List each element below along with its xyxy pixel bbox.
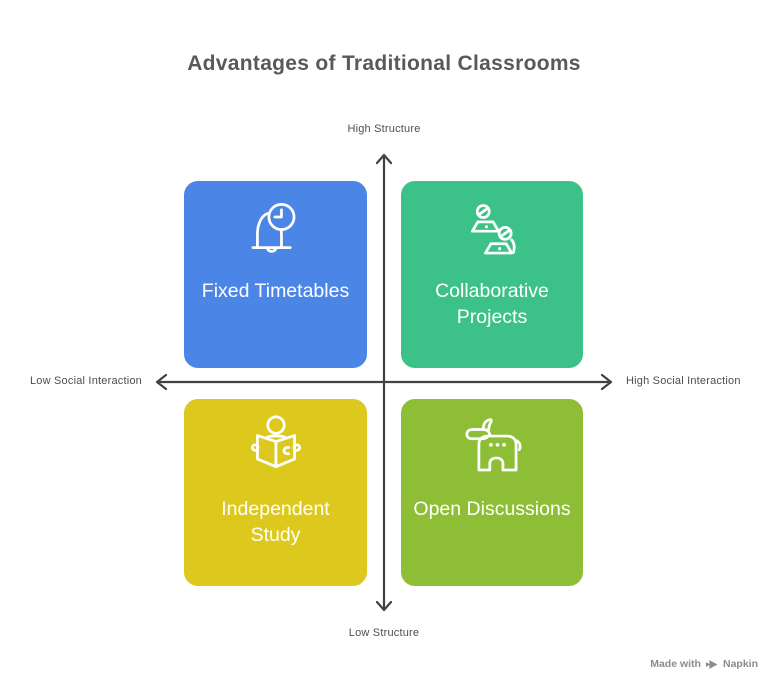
brand-text: Napkin bbox=[722, 658, 758, 670]
quadrant-card-fixed-timetables: Fixed Timetables bbox=[181, 178, 370, 371]
axis-label-low-structure: Low Structure bbox=[348, 627, 420, 639]
napkin-logo-icon bbox=[705, 659, 718, 669]
page-title: Advantages of Traditional Classrooms bbox=[187, 52, 581, 75]
quadrant-card-independent-study: Independent Study bbox=[181, 396, 370, 589]
arrow-up-icon bbox=[375, 153, 393, 165]
person-reading-book-icon bbox=[250, 415, 301, 469]
arrow-left-icon bbox=[155, 373, 168, 391]
arrow-right-icon bbox=[600, 373, 613, 391]
axis-label-high-social-interaction: High Social Interaction bbox=[626, 375, 741, 387]
quadrant-card-collaborative-projects: Collaborative Projects bbox=[398, 178, 586, 371]
axis-label-low-social-interaction: Low Social Interaction bbox=[29, 375, 142, 387]
quadrant-label: Independent Study bbox=[221, 498, 330, 546]
donkey-icon bbox=[465, 418, 522, 472]
quadrant-label: Collaborative Projects bbox=[435, 280, 549, 328]
axis-label-high-structure: High Structure bbox=[347, 123, 421, 135]
quadrant-label: Fixed Timetables bbox=[201, 280, 350, 302]
made-with-text: Made with bbox=[650, 658, 701, 670]
arrow-down-icon bbox=[375, 600, 393, 612]
bell-clock-icon bbox=[251, 203, 295, 253]
people-laptops-icon bbox=[470, 204, 516, 255]
made-with-napkin-attribution: Made with Napkin bbox=[650, 658, 758, 670]
quadrant-label: Open Discussions bbox=[413, 498, 571, 520]
quadrant-card-open-discussions: Open Discussions bbox=[398, 396, 586, 589]
